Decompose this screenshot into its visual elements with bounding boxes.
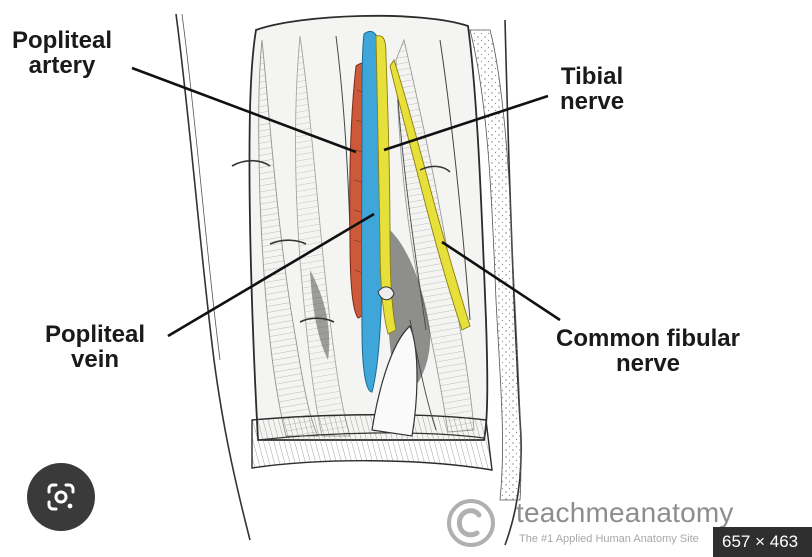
pointer-common-fibular-nerve xyxy=(441,240,561,322)
image-dimensions-badge: 657 × 463 xyxy=(713,527,812,557)
lens-search-button[interactable] xyxy=(27,463,95,531)
pointer-tibial-nerve xyxy=(383,94,549,152)
label-popliteal-artery: Popliteal artery xyxy=(12,27,113,79)
label-popliteal-vein: Popliteal vein xyxy=(45,321,146,373)
label-tibial-nerve: Tibial nerve xyxy=(560,63,625,115)
pointer-popliteal-artery xyxy=(131,66,357,154)
label-common-fibular-nerve: Common fibular nerve xyxy=(556,325,740,377)
watermark-tagline: The #1 Applied Human Anatomy Site xyxy=(519,533,699,545)
watermark-brand: teachmeanatomy xyxy=(516,497,734,528)
google-lens-icon xyxy=(47,483,75,511)
pointer-popliteal-vein xyxy=(167,212,375,338)
teachmeanatomy-logo-icon xyxy=(447,499,495,547)
